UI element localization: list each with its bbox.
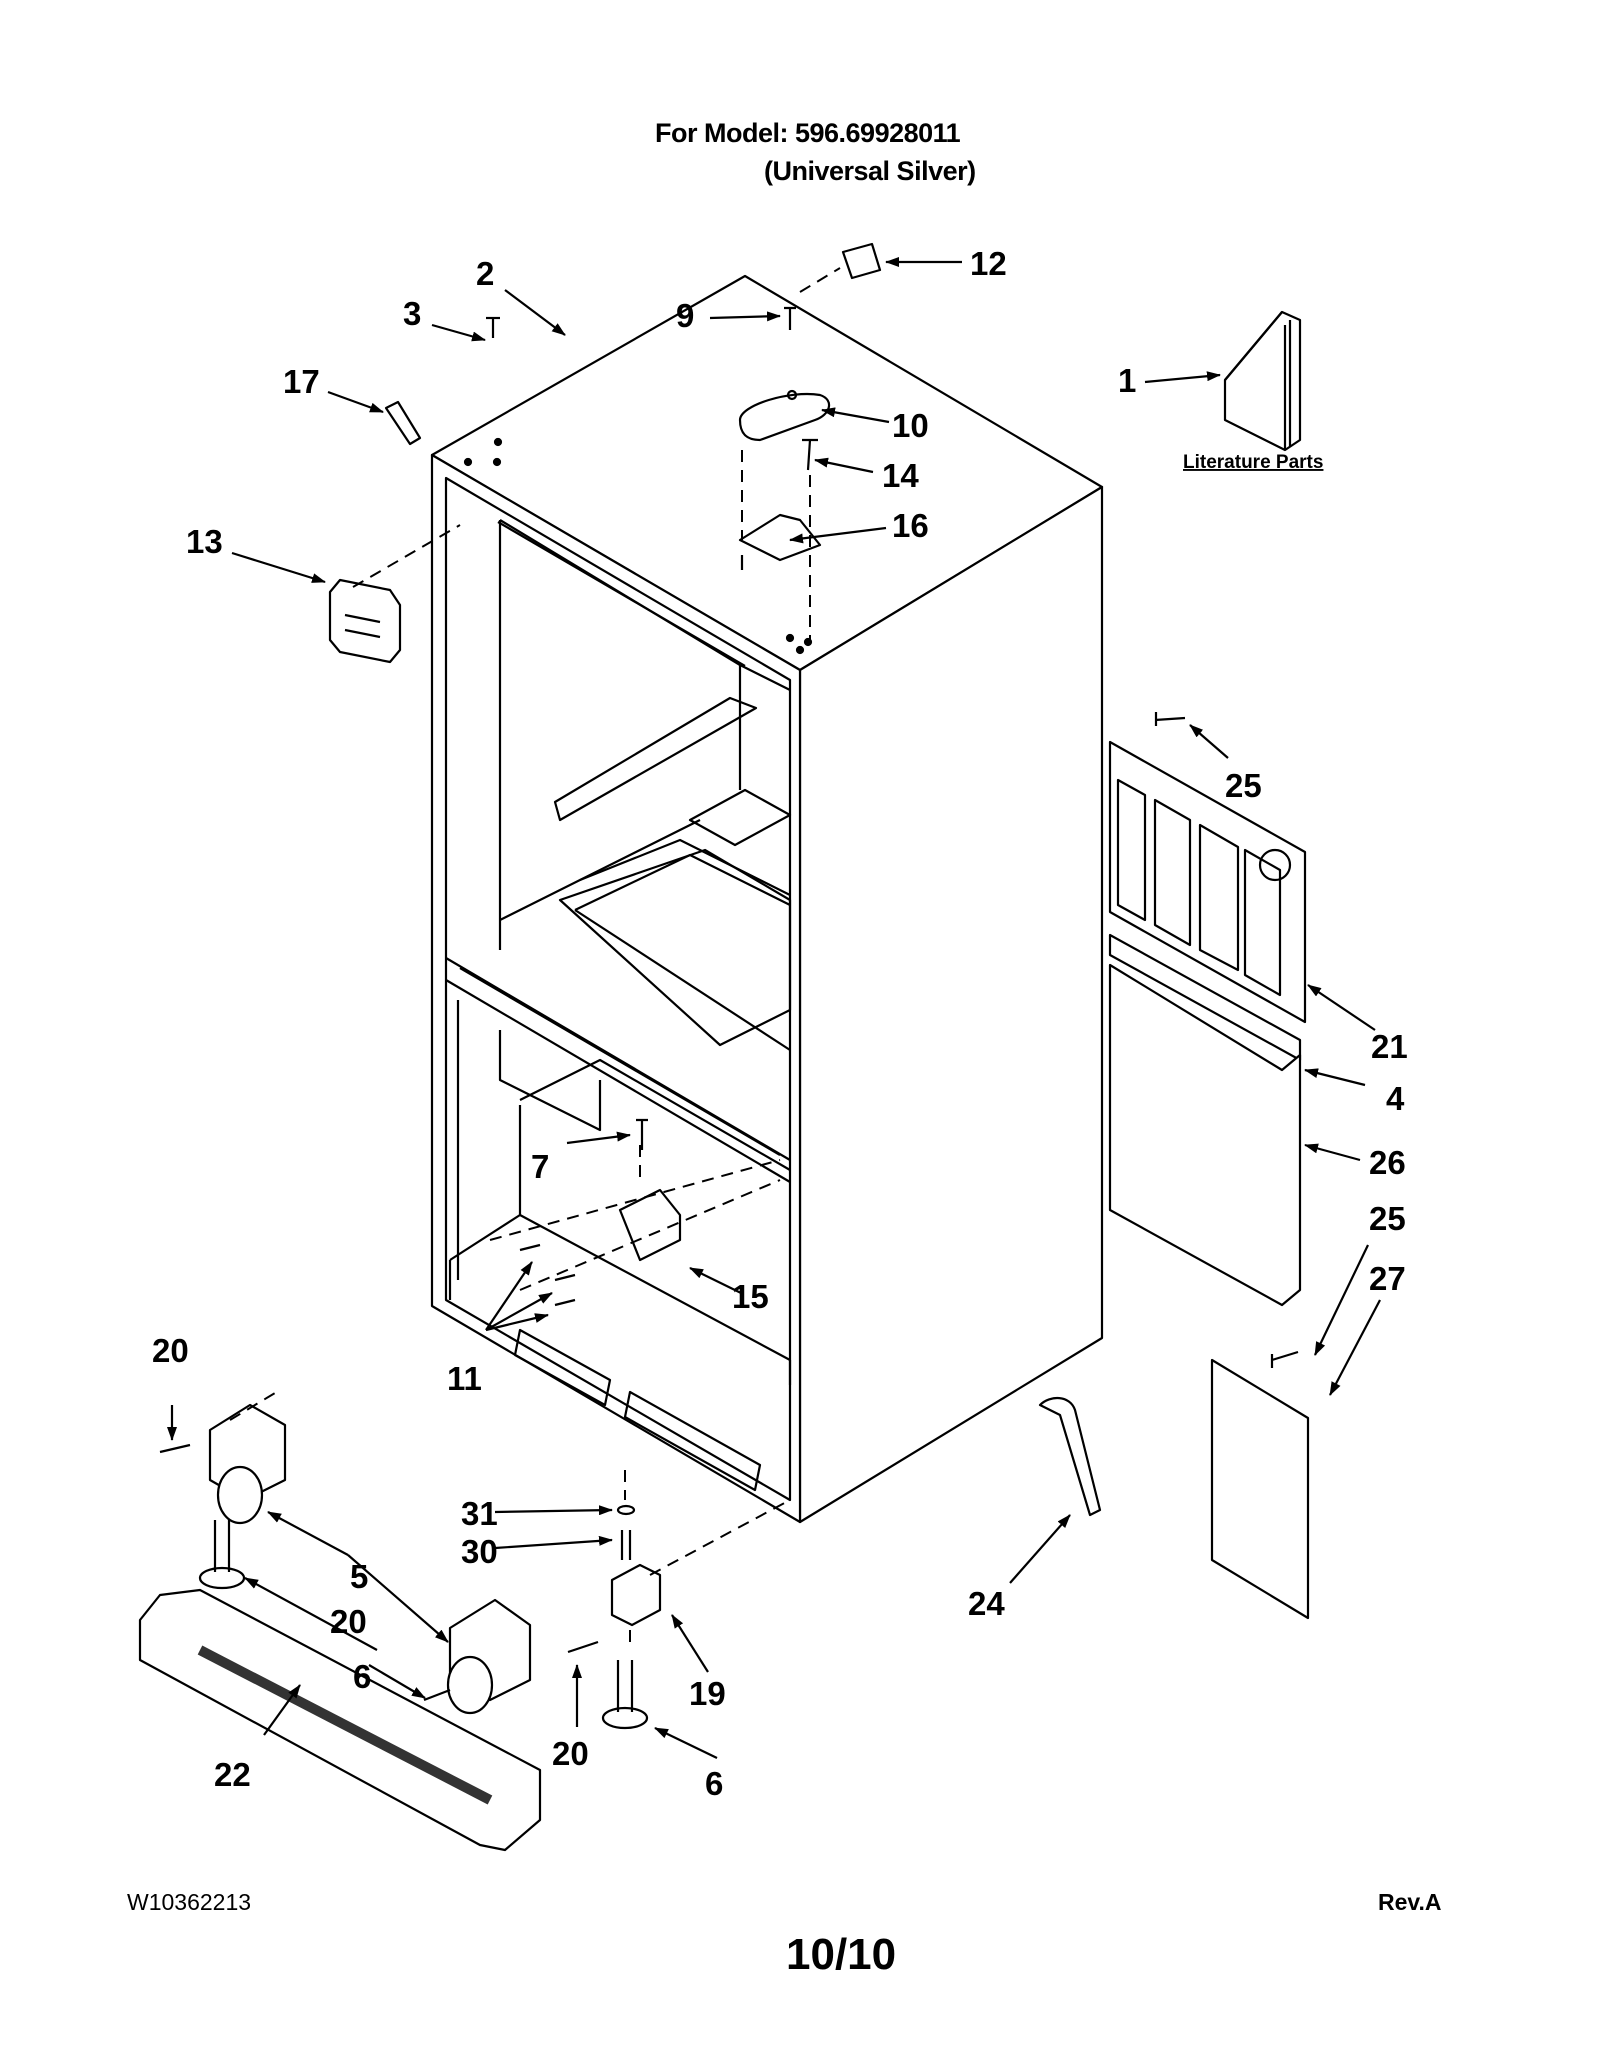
callout-11: 11 [447, 1360, 482, 1397]
callout-24: 24 [968, 1585, 1005, 1622]
revision-label: Rev.A [1378, 1889, 1442, 1915]
callout-7: 7 [531, 1148, 549, 1185]
callout-20-lower-right: 20 [552, 1735, 589, 1772]
callout-1: 1 [1118, 362, 1136, 399]
callout-10: 10 [892, 407, 929, 444]
callout-9: 9 [676, 297, 694, 334]
page-number: 10/10 [786, 1930, 897, 1979]
callout-27: 27 [1369, 1260, 1406, 1297]
callout-13: 13 [186, 523, 223, 560]
callout-6-lower: 6 [705, 1765, 723, 1802]
callout-3: 3 [403, 295, 421, 332]
label-part [841, 242, 882, 280]
model-variant: (Universal Silver) [764, 156, 976, 186]
toe-grille-part [138, 1588, 542, 1852]
model-title: For Model: 596.69928011 [655, 118, 961, 148]
rear-access-panel-part [1108, 740, 1307, 1024]
callout-26: 26 [1369, 1144, 1406, 1181]
callout-5-upper: 5 [350, 1558, 368, 1595]
callout-6-upper: 6 [353, 1658, 371, 1695]
hinge-part [738, 513, 822, 570]
callout-25-upper: 25 [1225, 767, 1262, 804]
callout-19: 19 [689, 1675, 726, 1712]
literature-parts-caption: Literature Parts [1183, 452, 1323, 473]
callout-15: 15 [732, 1278, 769, 1315]
callout-30: 30 [461, 1533, 498, 1570]
callout-25-lower: 25 [1369, 1200, 1406, 1237]
callout-14: 14 [882, 457, 919, 494]
callout-16: 16 [892, 507, 929, 544]
cabinet-shell [430, 274, 1104, 1524]
literature-booklet [1223, 310, 1302, 452]
document-number: W10362213 [127, 1889, 252, 1915]
callout-20-lower-left: 20 [330, 1603, 367, 1640]
tape-part [384, 400, 422, 446]
roller-assembly-part-upper [208, 1403, 287, 1525]
control-housing-part [328, 578, 402, 664]
screw-part [486, 316, 500, 338]
callout-12: 12 [970, 245, 1007, 282]
roller-assembly-part-lower [446, 1598, 532, 1715]
callout-21: 21 [1371, 1028, 1408, 1065]
leveling-leg-part-upper [198, 1520, 246, 1590]
callout-31: 31 [461, 1495, 498, 1532]
callout-2: 2 [476, 255, 494, 292]
callout-4: 4 [1386, 1080, 1405, 1117]
callout-22: 22 [214, 1756, 251, 1793]
callout-20-upper-left: 20 [152, 1332, 189, 1369]
callout-17: 17 [283, 363, 320, 400]
hinge-cover-part [738, 389, 831, 442]
leveling-leg-part-lower [601, 1660, 649, 1730]
